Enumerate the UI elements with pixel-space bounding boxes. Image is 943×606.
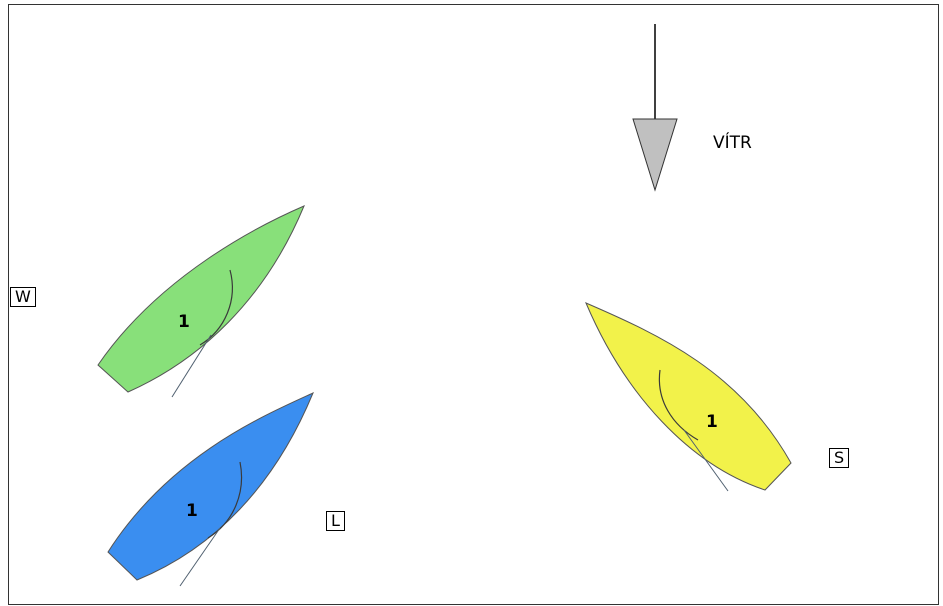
boat-w-number: 1: [178, 312, 190, 332]
boat-s-boom: [683, 429, 729, 492]
boat-l-label: L: [326, 511, 345, 531]
boat-w-label: W: [10, 287, 36, 307]
wind-label: VÍTR: [713, 131, 752, 153]
wind-arrow-icon: [632, 24, 678, 192]
boat-l-number: 1: [186, 501, 198, 521]
boat-l-boom: [179, 527, 221, 587]
boat-s-sail: [658, 369, 699, 441]
boat-s-hull: [585, 302, 792, 491]
boat-s-label: S: [829, 448, 850, 468]
diagram-frame: [8, 4, 939, 605]
boat-w-hull: [97, 205, 305, 393]
boat-l-sail: [207, 461, 243, 539]
boat-s: 1: [585, 302, 792, 492]
boat-w-sail: [199, 269, 233, 346]
boat-l-hull: [107, 392, 314, 581]
boat-w-boom: [171, 334, 212, 398]
boat-l: 1: [107, 392, 314, 587]
boat-s-number: 1: [706, 412, 718, 432]
boat-w: 1: [97, 205, 305, 398]
